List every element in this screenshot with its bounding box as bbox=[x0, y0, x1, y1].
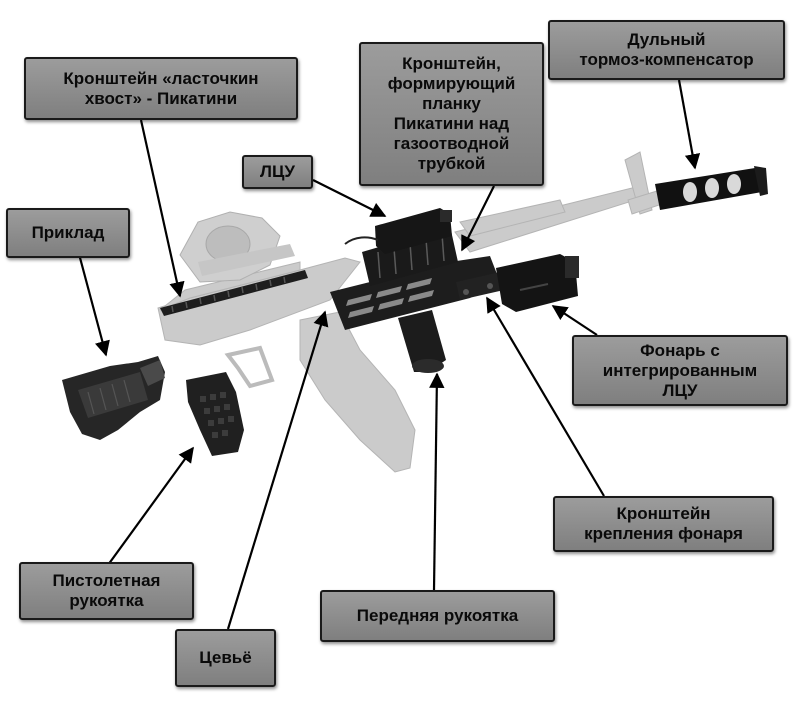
label-dovetail-mount: Кронштейн «ласточкин хвост» - Пикатини bbox=[24, 57, 298, 120]
label-flashlight: Фонарь с интегрированным ЛЦУ bbox=[572, 335, 788, 406]
label-muzzle-brake: Дульный тормоз-компенсатор bbox=[548, 20, 785, 80]
ghost-rifle bbox=[157, 151, 663, 473]
leader-flashlight bbox=[551, 305, 598, 336]
leader-gas-tube-rail bbox=[461, 185, 495, 252]
leader-pistol-grip bbox=[107, 446, 194, 566]
leader-handguard bbox=[226, 310, 329, 630]
leader-light-mount bbox=[486, 296, 605, 497]
fore-grip bbox=[398, 310, 446, 373]
leader-muzzle-brake bbox=[677, 79, 701, 170]
leader-fore-grip bbox=[429, 372, 445, 591]
handguard bbox=[330, 256, 500, 330]
label-laser-module: ЛЦУ bbox=[242, 155, 313, 189]
label-light-mount-bracket: Кронштейн крепления фонаря bbox=[553, 496, 774, 552]
label-pistol-grip: Пистолетная рукоятка bbox=[19, 562, 194, 620]
light-mount-bracket bbox=[456, 272, 504, 300]
label-handguard: Цевьё bbox=[175, 629, 276, 687]
dovetail-rail bbox=[160, 270, 308, 316]
laser-module bbox=[344, 208, 452, 254]
leader-stock bbox=[77, 253, 110, 357]
leader-laser bbox=[312, 179, 387, 217]
label-stock: Приклад bbox=[6, 208, 130, 258]
muzzle-brake bbox=[655, 166, 768, 210]
label-fore-grip: Передняя рукоятка bbox=[320, 590, 555, 642]
holographic-sight bbox=[179, 211, 295, 283]
leader-dovetail bbox=[139, 119, 185, 298]
pistol-grip bbox=[186, 372, 244, 456]
stock bbox=[62, 356, 165, 440]
label-gas-tube-rail-bracket: Кронштейн, формирующий планку Пикатини н… bbox=[359, 42, 544, 186]
flashlight bbox=[496, 254, 579, 312]
leader-lines bbox=[77, 79, 701, 630]
